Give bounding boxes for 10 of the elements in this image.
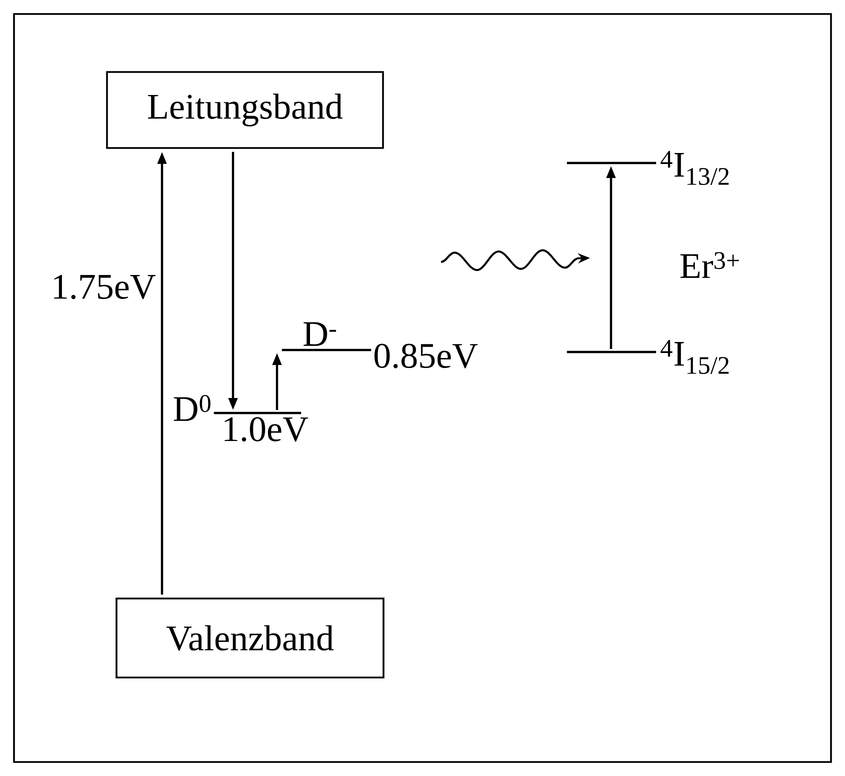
ion-label: Er$^{3+}$ [680, 252, 739, 278]
level-label: $^{4}$I$_{13/2}$ [660, 151, 729, 185]
level-label: D$^{0}$ [174, 395, 210, 421]
level-label: 0.85eV [374, 344, 478, 368]
level-label: D$^{-}$ [304, 322, 336, 346]
edge-label: 1.75eV [50, 274, 157, 300]
band-box: Leitungsband [106, 71, 384, 149]
band-box: Valenzband [116, 598, 384, 678]
level-label: $^{4}$I$_{15/2}$ [660, 340, 729, 374]
level-label: 1.0eV [224, 417, 308, 442]
